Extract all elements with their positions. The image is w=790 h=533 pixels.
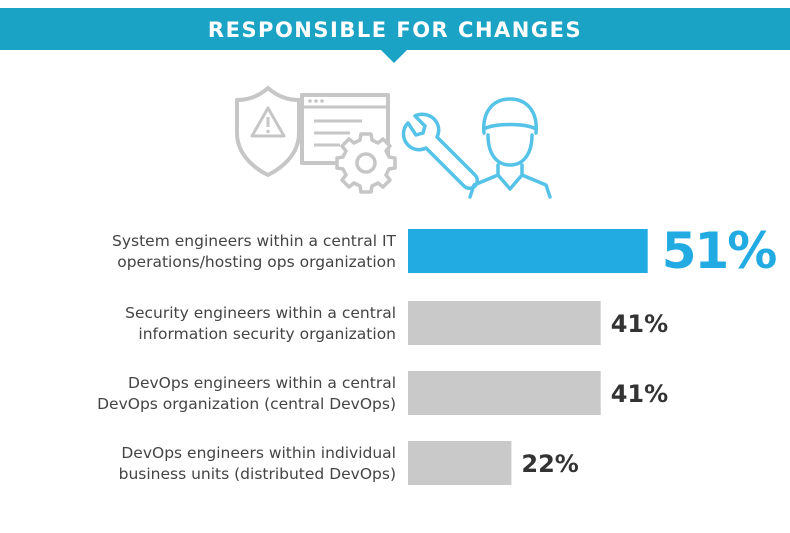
category-label-0-1: operations/hosting ops organization xyxy=(117,253,396,271)
shield-warning-icon xyxy=(235,86,301,177)
header-illustration xyxy=(235,86,552,199)
value-label-0: 51% xyxy=(662,222,777,280)
value-label-2: 41% xyxy=(611,380,668,408)
category-label-2-0: DevOps engineers within a central xyxy=(128,374,396,392)
category-label-0-0: System engineers within a central IT xyxy=(112,232,397,250)
value-label-1: 41% xyxy=(611,310,668,338)
bar-2 xyxy=(408,371,601,415)
bar-0 xyxy=(408,229,648,273)
category-label-3-1: business units (distributed DevOps) xyxy=(119,465,396,483)
chart-title: RESPONSIBLE FOR CHANGES xyxy=(207,18,583,42)
title-banner xyxy=(0,8,790,50)
category-label-1-1: information security organization xyxy=(138,325,396,343)
engineer-person-icon xyxy=(468,97,552,199)
gear-icon xyxy=(335,132,397,194)
bar-3 xyxy=(408,441,512,485)
category-label-1-0: Security engineers within a central xyxy=(125,304,396,322)
bar-1 xyxy=(408,301,601,345)
category-label-3-0: DevOps engineers within individual xyxy=(121,444,396,462)
banner-notch xyxy=(381,50,407,63)
value-label-3: 22% xyxy=(521,450,578,478)
category-label-2-1: DevOps organization (central DevOps) xyxy=(97,395,396,413)
